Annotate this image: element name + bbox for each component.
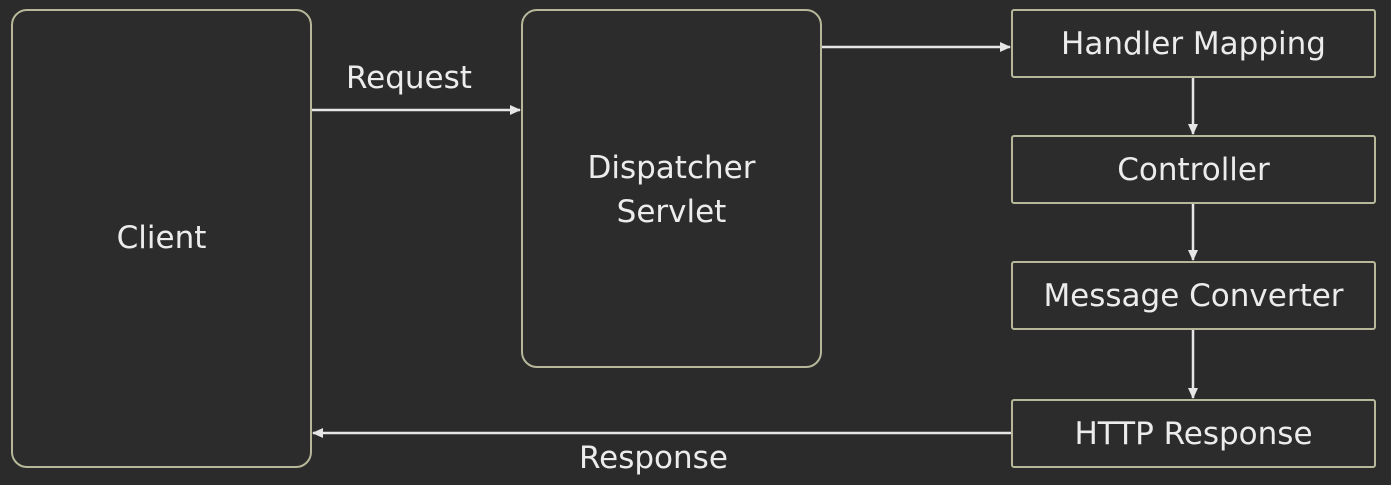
dispatcher-servlet-box: Dispatcher Servlet xyxy=(521,9,822,368)
handler-mapping-label: Handler Mapping xyxy=(1061,25,1326,62)
client-label: Client xyxy=(116,219,207,256)
message-converter-label: Message Converter xyxy=(1043,277,1344,314)
controller-box: Controller xyxy=(1011,135,1376,204)
response-label: Response xyxy=(579,440,728,476)
http-response-box: HTTP Response xyxy=(1011,399,1376,468)
message-converter-box: Message Converter xyxy=(1011,261,1376,330)
request-label: Request xyxy=(346,60,472,96)
dispatcher-servlet-label: Dispatcher Servlet xyxy=(587,150,756,230)
handler-mapping-box: Handler Mapping xyxy=(1011,9,1376,78)
client-box: Client xyxy=(11,9,312,468)
controller-label: Controller xyxy=(1117,151,1270,188)
http-response-label: HTTP Response xyxy=(1074,415,1313,452)
